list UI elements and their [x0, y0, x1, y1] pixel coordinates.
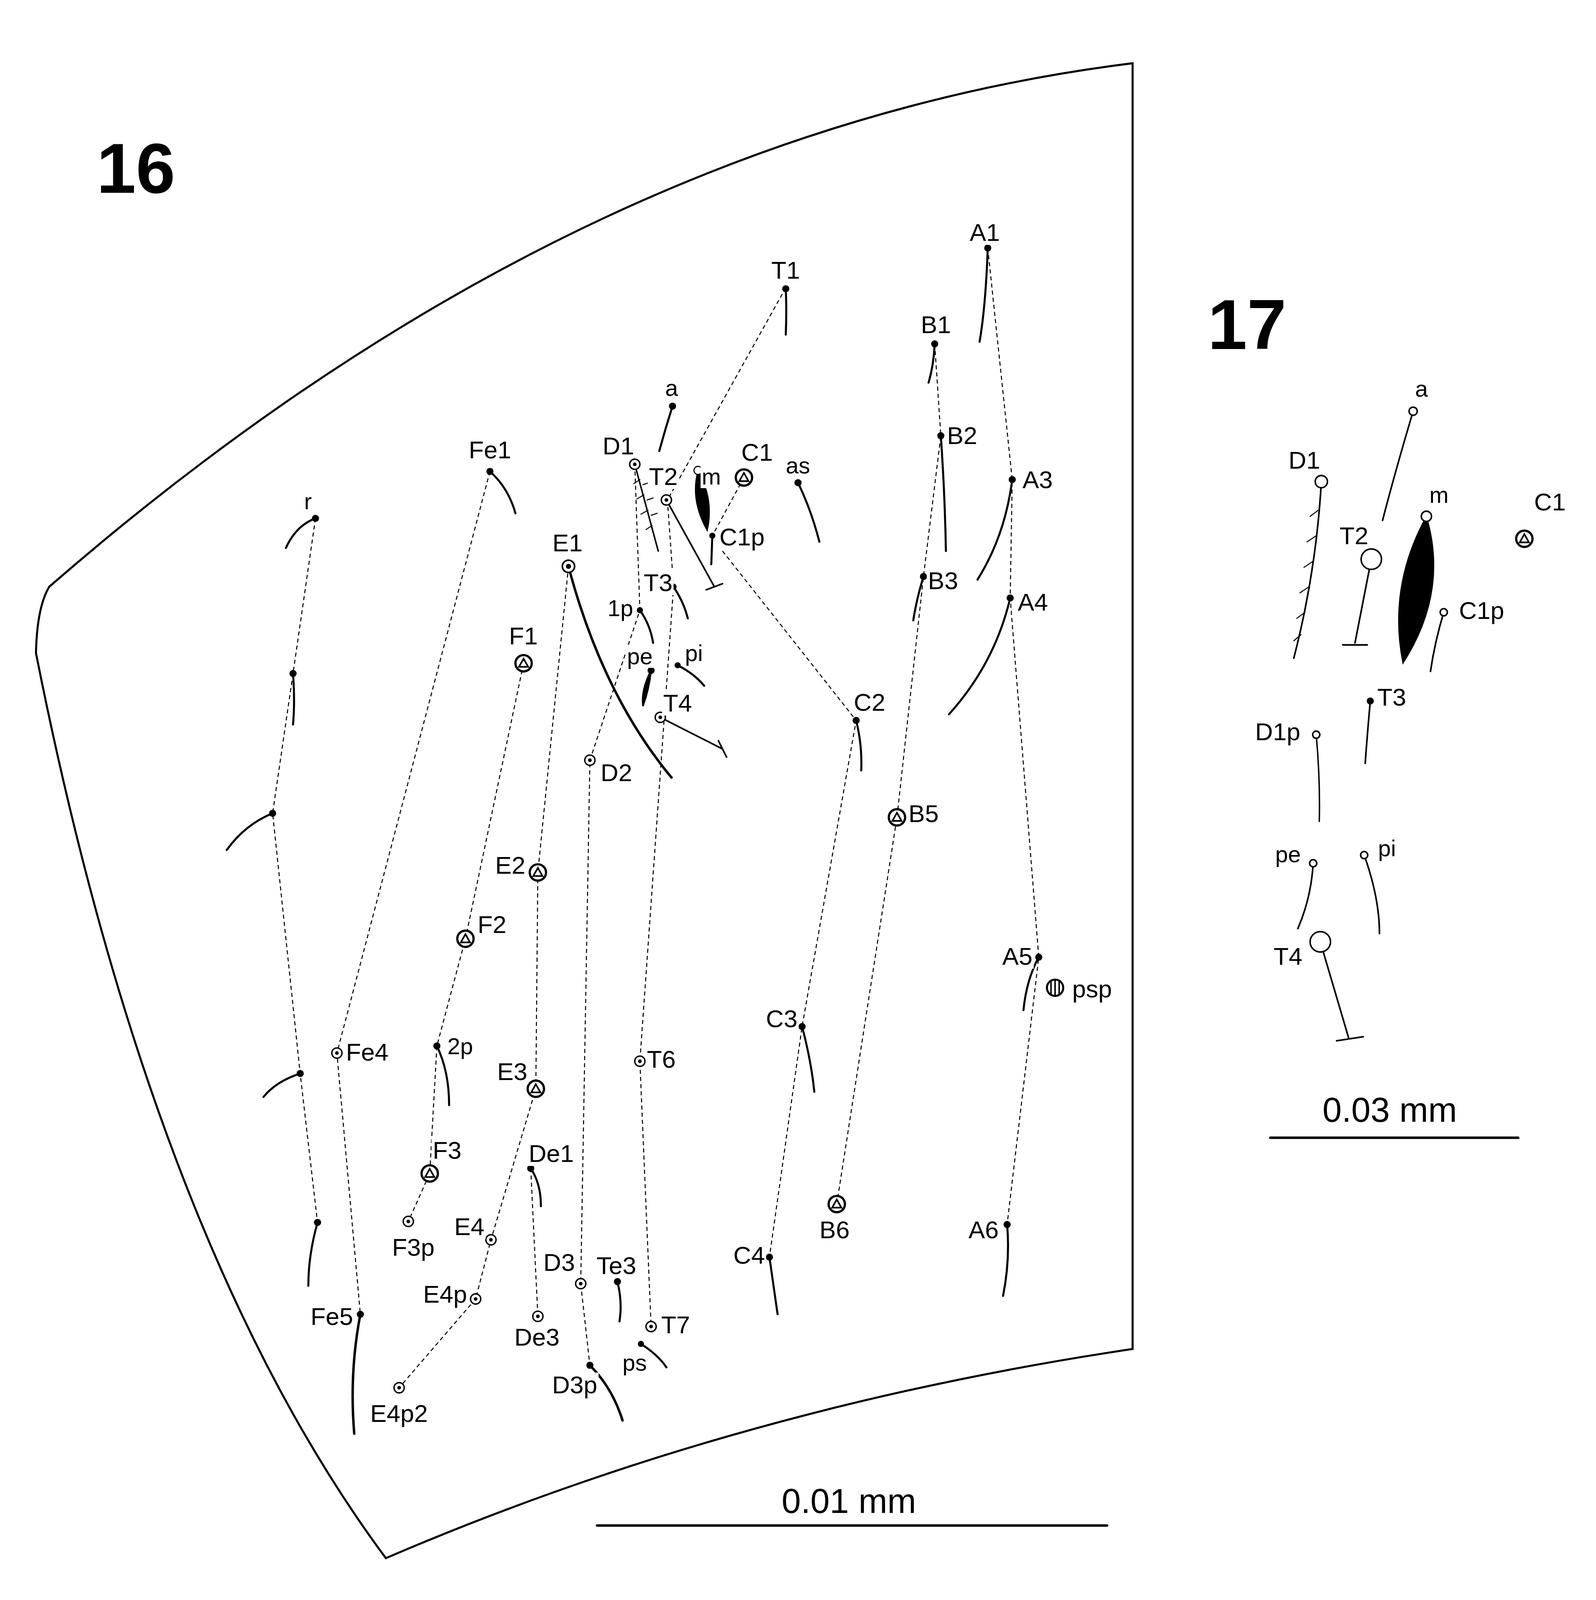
seta-label: B3 — [926, 568, 960, 593]
seta-label: T7 — [660, 1312, 692, 1337]
seta-label: B5 — [907, 801, 940, 826]
seta-label: ps — [621, 1350, 648, 1374]
seta-label: F2 — [476, 912, 508, 937]
seta-label: pe — [625, 644, 655, 668]
seta-label: D2 — [599, 760, 634, 785]
seta-label: A6 — [967, 1217, 1000, 1242]
seta-label: T4 — [1272, 943, 1304, 969]
seta-label: A4 — [1016, 589, 1050, 615]
seta-label: De3 — [513, 1324, 561, 1350]
figure-number: 17 — [1206, 289, 1288, 361]
figure-number: 16 — [95, 133, 177, 204]
seta-label: r — [302, 489, 313, 513]
seta-label: T3 — [1376, 684, 1408, 710]
sockets — [331, 459, 1382, 1393]
seta-label: Fe5 — [309, 1303, 355, 1329]
seta-label: B6 — [818, 1217, 851, 1242]
seta-label: C2 — [852, 689, 887, 715]
seta-label: D1 — [1287, 447, 1321, 473]
seta-label: a — [1413, 377, 1430, 401]
seta-label: as — [784, 453, 812, 477]
seta-label: C4 — [732, 1242, 766, 1268]
seta-label: T2 — [1338, 523, 1370, 549]
seta-dots — [269, 244, 1448, 1369]
seta-label: pi — [683, 641, 704, 665]
seta-label: C1 — [1532, 489, 1567, 515]
seta-label: De1 — [527, 1140, 576, 1166]
seta-label: E4p — [422, 1281, 469, 1307]
seta-label: C3 — [764, 1006, 799, 1031]
dashed-rows — [272, 247, 1039, 1388]
seta-label: pi — [1376, 836, 1397, 860]
seta-label: D1p — [1253, 719, 1302, 744]
seta-label: T3 — [642, 570, 674, 595]
seta-label: Te3 — [595, 1253, 638, 1278]
seta-label: 2p — [446, 1034, 475, 1058]
seta-label: T2 — [647, 464, 679, 489]
seta-label: F1 — [507, 623, 539, 649]
seta-label: 1p — [606, 596, 635, 620]
seta-label: F3p — [391, 1234, 436, 1260]
seta-label: m — [1428, 483, 1450, 507]
seta-label: Fe1 — [467, 437, 513, 463]
seta-label: F3 — [431, 1137, 463, 1163]
seta-label: C1p — [1457, 598, 1506, 623]
seta-label: D3 — [542, 1249, 576, 1275]
seta-label: E4 — [453, 1214, 486, 1239]
seta-label: E4p2 — [369, 1400, 430, 1426]
seta-label: C1p — [718, 524, 766, 550]
tergite-outline — [35, 63, 1133, 1558]
setae — [226, 247, 1519, 1526]
scale-label: 0.03 mm — [1321, 1092, 1459, 1127]
seta-label: A3 — [1021, 467, 1054, 492]
seta-label: A5 — [1001, 943, 1034, 969]
seta-label: D1 — [601, 433, 636, 459]
seta-label: T1 — [770, 257, 802, 283]
sensilla — [421, 469, 1533, 1213]
seta-label: psp — [1071, 976, 1114, 1002]
seta-label: B2 — [945, 423, 979, 448]
seta-label: T6 — [645, 1046, 677, 1072]
seta-label: Fe4 — [344, 1039, 390, 1065]
seta-label: m — [700, 464, 723, 489]
seta-label: E1 — [551, 530, 584, 556]
seta-label: E2 — [493, 852, 527, 878]
seta-label: a — [664, 376, 680, 400]
seta-label: D3p — [550, 1372, 599, 1397]
seta-label: B1 — [919, 312, 953, 338]
seta-label: C1 — [739, 439, 774, 465]
seta-label: A1 — [968, 220, 1002, 245]
scale-label: 0.01 mm — [780, 1483, 918, 1518]
seta-label: pe — [1274, 842, 1303, 866]
seta-label: T4 — [662, 690, 694, 716]
seta-label: E3 — [495, 1059, 529, 1084]
